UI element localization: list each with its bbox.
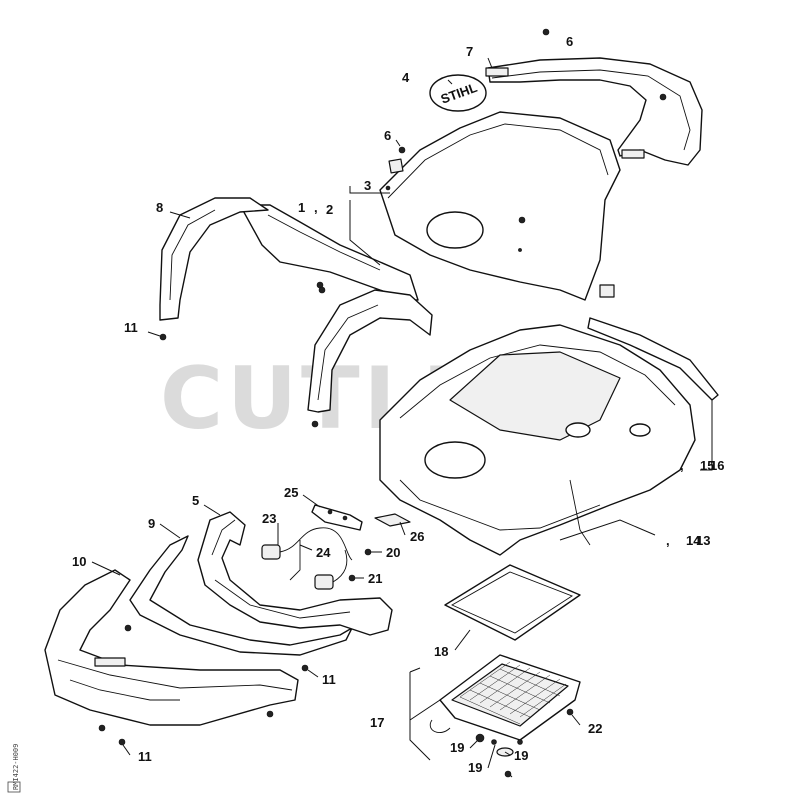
- doc-stamp-box: [7, 781, 21, 793]
- cover-screw-hole: [385, 185, 391, 191]
- screw-icon: [118, 738, 126, 746]
- part-9-front-trim: [129, 535, 353, 656]
- callout-16: 17: [370, 715, 384, 730]
- part-17-gasket: [444, 564, 581, 641]
- cover-screw-hole: [518, 248, 522, 252]
- screw-icon: [491, 739, 497, 745]
- callout-10: 10: [72, 554, 86, 569]
- callout-6-top: 6: [566, 34, 573, 49]
- part-3-top-cover: [379, 111, 621, 301]
- callout-11-left: 11: [124, 320, 138, 335]
- callout-17: 18: [434, 644, 448, 659]
- screw-icon: [266, 710, 274, 718]
- chassis-hole: [629, 423, 651, 437]
- part-16-control-panel: [429, 654, 581, 741]
- callout-14: 13: [696, 533, 710, 548]
- part-7-handle: [485, 57, 703, 166]
- part-1-2-rear-bumper: [239, 204, 419, 301]
- callout-3: 3: [364, 178, 371, 193]
- part-4-badge: STIHL: [429, 74, 487, 112]
- callout-21: 19: [468, 760, 482, 775]
- callout-comma-13-15: 15: [700, 458, 714, 473]
- screw-icon: [159, 333, 167, 341]
- callout-comma-12-14: 14: [686, 533, 701, 548]
- hardware-screws: [98, 28, 667, 778]
- callout-7: 7: [466, 44, 473, 59]
- callout-5: 5: [192, 493, 199, 508]
- document-id: RMI422-H009: [12, 744, 20, 790]
- cover-opening: [426, 211, 484, 249]
- screw-icon: [348, 574, 356, 582]
- callout-22: 23: [262, 511, 276, 526]
- screw-icon: [311, 420, 319, 428]
- cover-screw: [518, 216, 526, 224]
- callout-2: 2: [326, 202, 333, 217]
- lamp-left: [261, 544, 281, 560]
- screw-icon: [659, 93, 667, 101]
- handle-clip: [485, 67, 509, 77]
- callout-12: ,: [666, 533, 670, 548]
- board-hole: [327, 509, 333, 515]
- screw-icon: [98, 724, 106, 732]
- callout-11-bottom: 11: [138, 749, 152, 764]
- callout-24: 25: [284, 485, 298, 500]
- callout-13: ,: [680, 458, 684, 473]
- part-12-14-chassis: [379, 324, 696, 556]
- callout-4: 4: [402, 70, 410, 85]
- part-5-front-frame: [197, 511, 393, 636]
- screw-icon: [504, 770, 512, 778]
- right-rear-fender: [307, 289, 433, 413]
- callout-1: 1: [298, 200, 305, 215]
- screw-icon: [398, 146, 406, 154]
- chassis-opening: [424, 441, 486, 479]
- handle-clip: [621, 149, 645, 159]
- label-pad: [388, 158, 404, 174]
- callout-11-mid: 11: [322, 672, 336, 687]
- part-10-front-bumper: [44, 569, 299, 726]
- board-hole: [342, 515, 348, 521]
- screw-icon: [542, 28, 550, 36]
- screw-icon: [566, 708, 574, 716]
- callout-labels: 7 6 4 6 3 1 , 2 8 11 , 15 16 25 5 9 23 2…: [72, 34, 724, 775]
- part-24-led-board: [311, 504, 363, 531]
- screw-icon: [318, 286, 326, 294]
- lamp-right: [314, 574, 334, 590]
- callout-25: 26: [410, 529, 424, 544]
- callout-19-upper: 20: [386, 545, 400, 560]
- screw-icon: [124, 624, 132, 632]
- part-22-23-lamps: [261, 527, 353, 590]
- callout-23: 24: [316, 545, 331, 560]
- leader-lines: [91, 57, 713, 778]
- callout-19-lower: 22: [588, 721, 602, 736]
- callout-9: 9: [148, 516, 155, 531]
- callout-15: 16: [710, 458, 724, 473]
- callout-6-mid: 6: [384, 128, 391, 143]
- screw-icon: [301, 664, 309, 672]
- screw-icon: [517, 739, 523, 745]
- callout-8: 8: [156, 200, 163, 215]
- label-pad: [599, 284, 615, 298]
- part-25-plate: [374, 513, 411, 527]
- bumper-slot: [94, 657, 126, 667]
- callout-19-mid: 21: [368, 571, 382, 586]
- chassis-hole: [565, 422, 591, 438]
- callout-comma-1-2: ,: [314, 200, 318, 215]
- callout-18: 19: [450, 740, 464, 755]
- callout-20: 19: [514, 748, 528, 763]
